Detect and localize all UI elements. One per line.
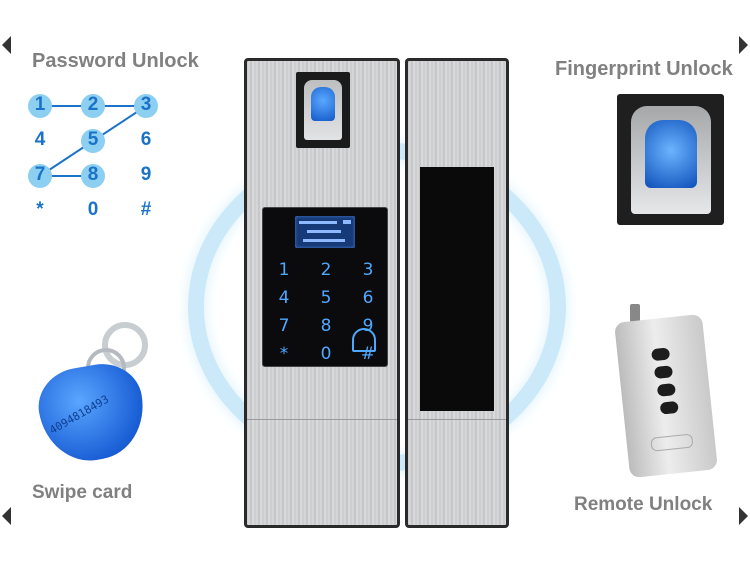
card-number: 4094818493 [47, 392, 112, 437]
password-key-9: * [36, 199, 44, 220]
pattern-dot-2 [81, 94, 105, 118]
lock-side-panel [405, 58, 509, 528]
password-key-2: 3 [140, 94, 152, 115]
key-fob-card: 4094818493 [30, 318, 170, 469]
lock-key-5[interactable]: 6 [362, 288, 374, 308]
password-key-7: 8 [87, 164, 99, 185]
lock-fingerprint-sensor[interactable] [296, 72, 350, 148]
swipe-card-label: Swipe card [32, 482, 133, 503]
lock-key-6[interactable]: 7 [278, 316, 290, 336]
panel-seam [247, 419, 397, 420]
fingerprint-unlock-label: Fingerprint Unlock [555, 58, 733, 80]
side-panel-seam [408, 419, 506, 420]
lock-key-10[interactable]: 0 [320, 344, 332, 364]
remote-control [610, 304, 720, 479]
lock-key-4[interactable]: 5 [320, 288, 332, 308]
remote-logo [650, 433, 694, 452]
password-key-11: # [140, 199, 152, 220]
lock-key-9[interactable]: * [279, 344, 289, 364]
lock-key-0[interactable]: 1 [278, 260, 290, 280]
remote-button-c[interactable] [656, 383, 676, 397]
next-arrow-bottom-right[interactable] [739, 507, 748, 525]
password-key-6: 7 [34, 164, 46, 185]
remote-body [614, 313, 718, 479]
pattern-dot-5 [81, 129, 105, 153]
key-fob-body: 4094818493 [32, 357, 152, 469]
remote-button-a[interactable] [651, 347, 671, 362]
pattern-dot-8 [81, 164, 105, 188]
lock-key-1[interactable]: 2 [320, 260, 332, 280]
pattern-dot-7 [28, 164, 52, 188]
fingerprint-icon [311, 87, 335, 121]
password-unlock-label: Password Unlock [32, 50, 199, 72]
remote-button-d[interactable] [659, 400, 679, 415]
lock-key-2[interactable]: 3 [362, 260, 374, 280]
password-key-3: 4 [34, 129, 46, 150]
remote-antenna [630, 304, 640, 322]
password-key-8: 9 [140, 164, 152, 185]
lock-key-8[interactable]: 9 [362, 316, 374, 336]
password-key-4: 5 [87, 129, 99, 150]
password-key-1: 2 [87, 94, 99, 115]
password-key-5: 6 [140, 129, 152, 150]
prev-arrow-bottom-left[interactable] [2, 507, 11, 525]
bell-icon[interactable] [352, 328, 376, 352]
prev-arrow-top-left[interactable] [2, 36, 11, 54]
next-arrow-top-right[interactable] [739, 36, 748, 54]
lock-dark-window [420, 167, 494, 411]
lock-key-3[interactable]: 4 [278, 288, 290, 308]
pattern-dot-1 [28, 94, 52, 118]
password-key-10: 0 [87, 199, 99, 220]
password-key-0: 1 [34, 94, 46, 115]
remote-button-b[interactable] [653, 365, 674, 380]
remote-unlock-label: Remote Unlock [574, 494, 713, 515]
fingerprint-photo-icon [645, 120, 697, 188]
lock-key-7[interactable]: 8 [320, 316, 332, 336]
fingerprint-sensor-photo [617, 94, 724, 225]
pattern-dot-3 [134, 94, 158, 118]
password-pattern-diagram: 1 2 3 4 5 6 7 8 9 * 0 # [24, 90, 174, 225]
lock-lcd-display [295, 216, 355, 248]
